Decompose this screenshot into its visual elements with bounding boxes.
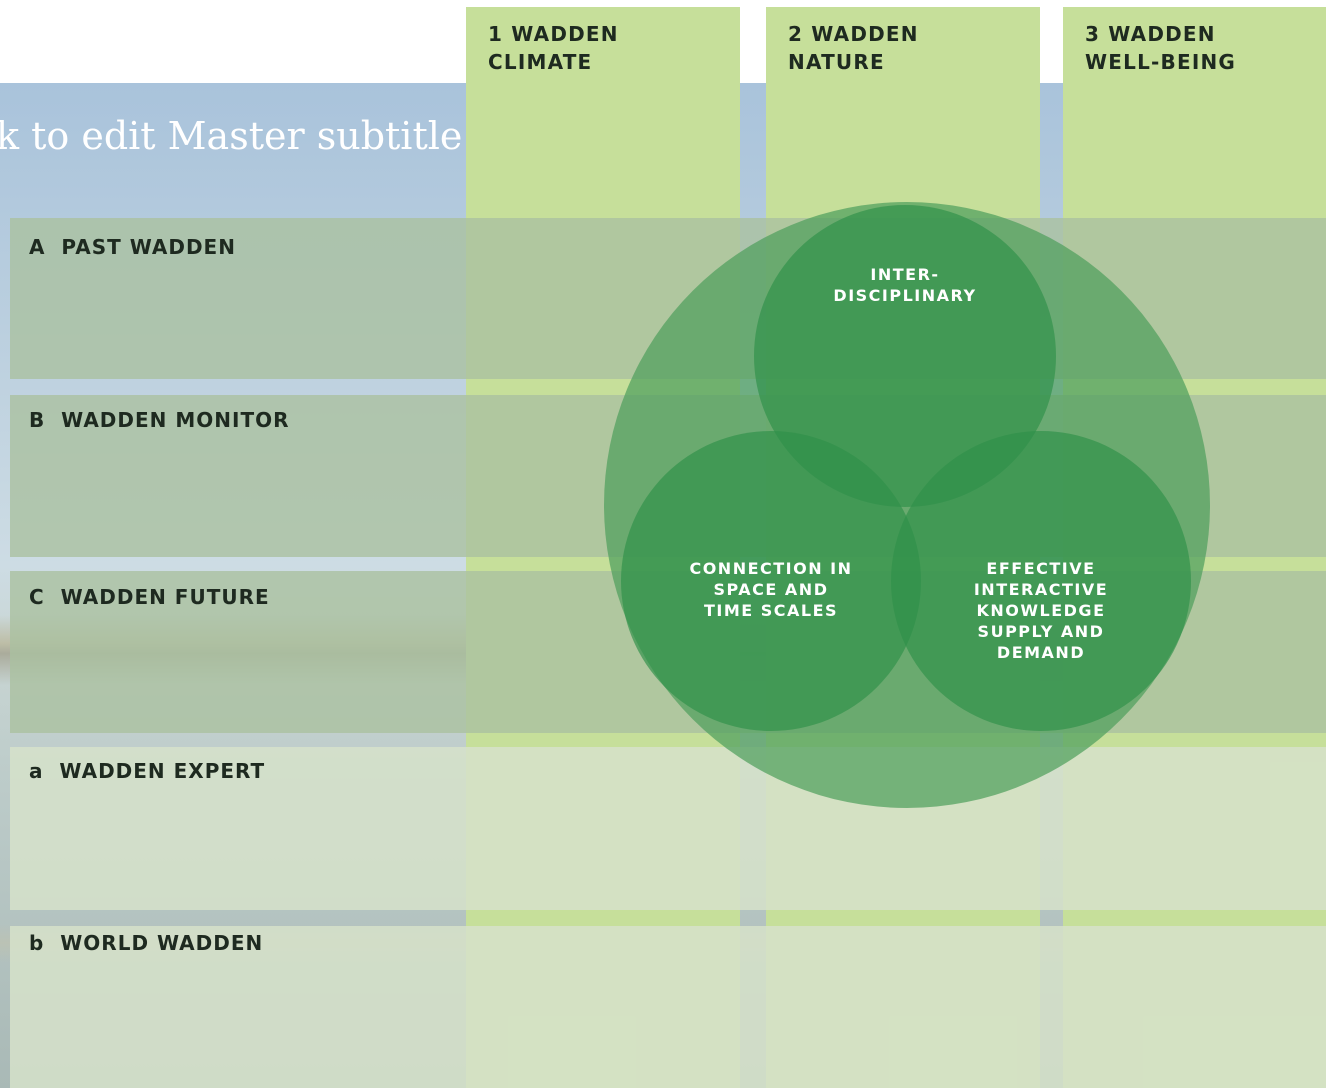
subtitle-placeholder[interactable]: k to edit Master subtitle — [0, 114, 463, 158]
row-label-wadden-monitor: B WADDEN MONITOR — [29, 408, 290, 432]
venn-circle-interdisciplinary — [754, 205, 1056, 507]
venn-label-effective: EFFECTIVE INTERACTIVE KNOWLEDGE SUPPLY A… — [973, 559, 1109, 662]
venn-label-interdisciplinary: INTER- DISCIPLINARY — [833, 265, 977, 305]
row-label-past-wadden: A PAST WADDEN — [29, 235, 236, 259]
venn-circle-effective — [891, 431, 1191, 731]
venn-label-connection: CONNECTION IN SPACE AND TIME SCALES — [689, 559, 853, 620]
row-label-wadden-future: C WADDEN FUTURE — [29, 585, 270, 609]
column-header-climate: 1 WADDEN CLIMATE — [488, 22, 619, 74]
row-band-wadden-expert — [10, 747, 1326, 910]
row-label-wadden-expert: a WADDEN EXPERT — [29, 759, 266, 783]
venn-circle-connection — [621, 431, 921, 731]
row-label-world-wadden: b WORLD WADDEN — [29, 931, 264, 955]
column-header-nature: 2 WADDEN NATURE — [788, 22, 919, 74]
row-band-world-wadden — [10, 926, 1326, 1088]
column-header-well-being: 3 WADDEN WELL-BEING — [1085, 22, 1237, 74]
